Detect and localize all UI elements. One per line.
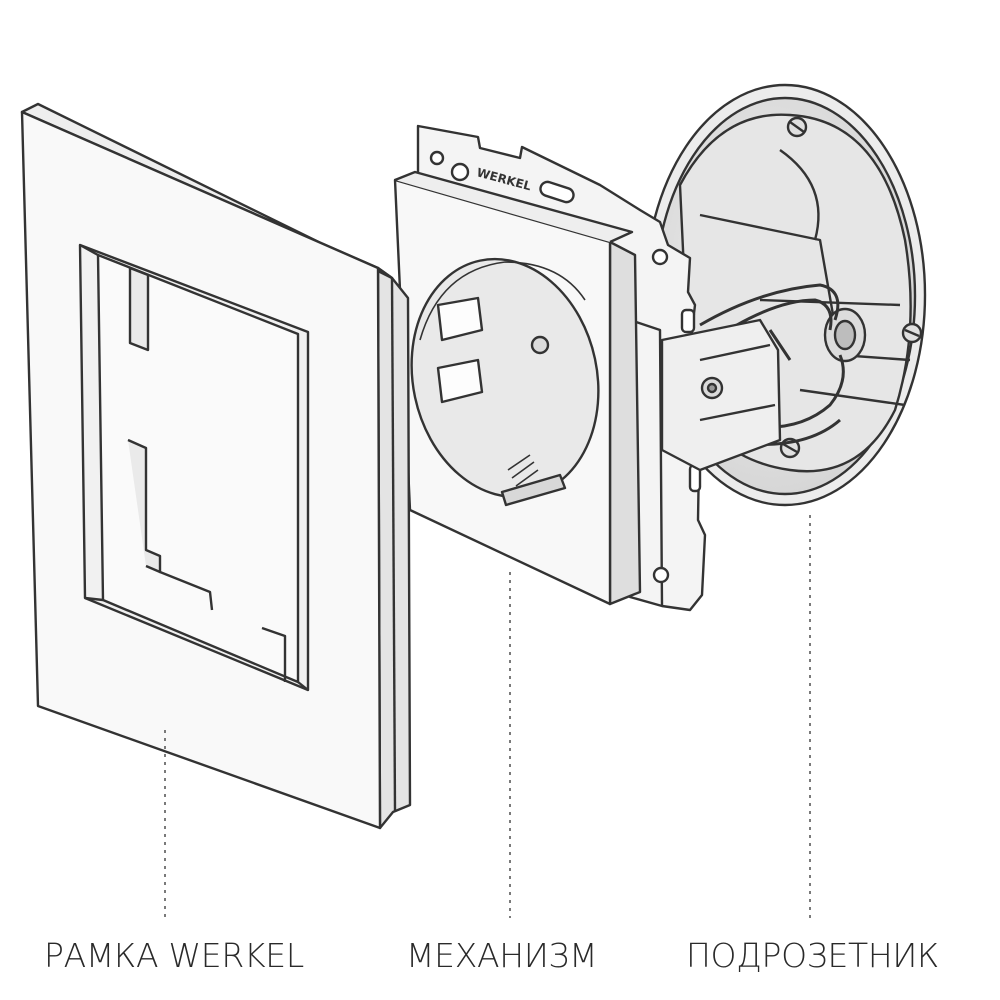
label-mechanism: МЕХАНИЗМ bbox=[406, 936, 598, 975]
terminal-block bbox=[660, 318, 782, 472]
pin-hole-top bbox=[436, 296, 484, 342]
screw-top bbox=[786, 116, 808, 138]
label-mounting-box: ПОДРОЗЕТНИК bbox=[686, 936, 939, 975]
leader-lines bbox=[164, 515, 811, 918]
label-frame: РАМКА WERKEL bbox=[44, 936, 304, 975]
frame bbox=[20, 102, 412, 830]
screw-right bbox=[901, 322, 923, 344]
mechanism: WERKEL bbox=[393, 124, 782, 612]
werkel-logo-icon bbox=[450, 162, 470, 182]
ground-clip bbox=[500, 473, 567, 507]
pin-hole-bottom bbox=[436, 358, 484, 404]
